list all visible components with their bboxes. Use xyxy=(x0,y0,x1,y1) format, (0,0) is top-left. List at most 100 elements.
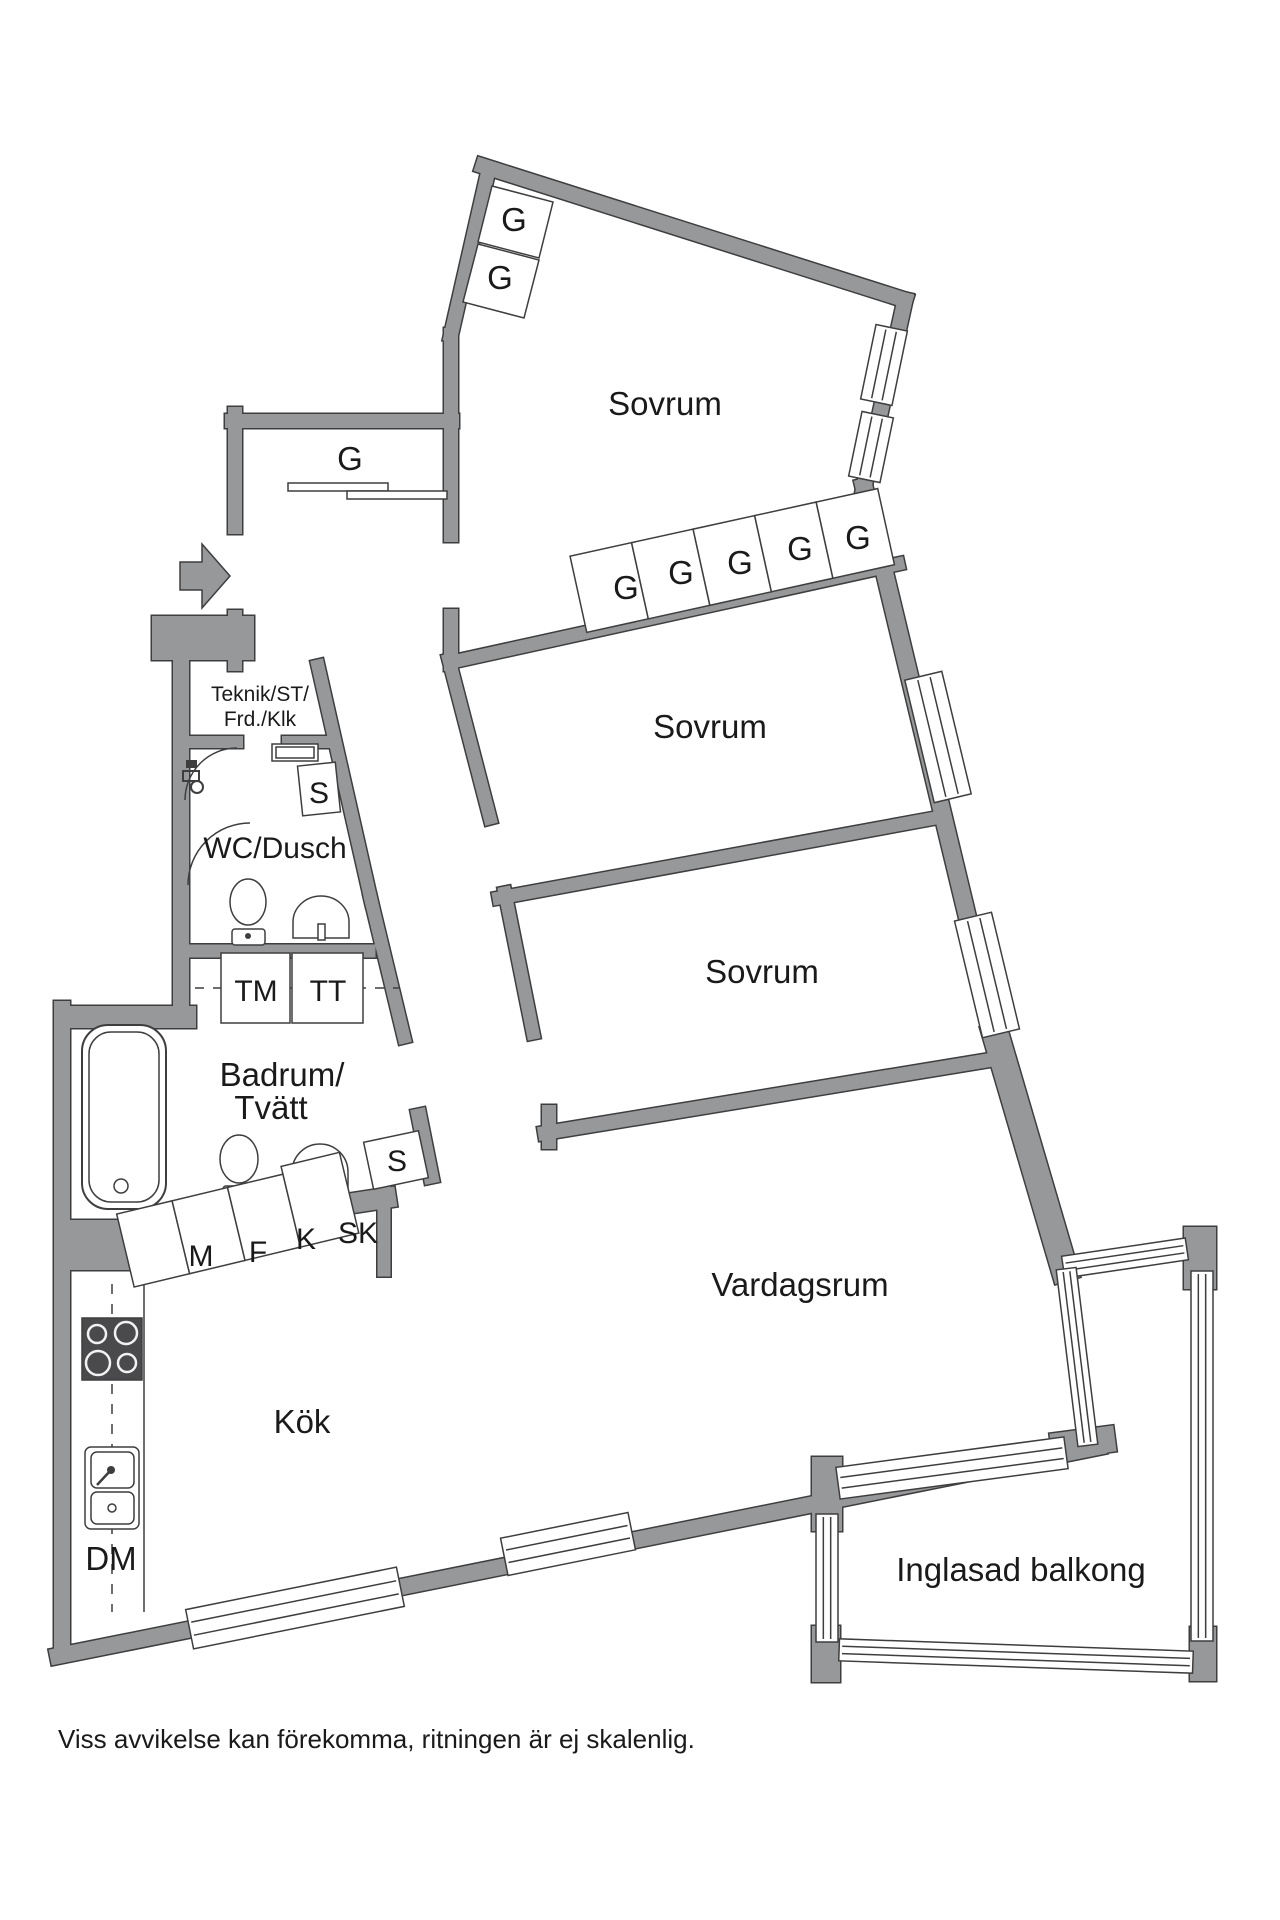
wardrobe-row xyxy=(569,487,896,634)
shower-screen-arc xyxy=(187,822,251,886)
closet-label-s: S xyxy=(387,1145,407,1178)
window xyxy=(184,1566,406,1650)
wall-segment xyxy=(536,1050,1005,1142)
room-label-kitchen: Kök xyxy=(274,1403,331,1440)
room-label-bedroom-top: Sovrum xyxy=(608,385,722,422)
kitchen-tall-cabinet-row xyxy=(115,1151,360,1288)
appliance-label-m: M xyxy=(189,1240,214,1273)
bathtub-inner xyxy=(88,1031,160,1203)
window xyxy=(1190,1270,1214,1642)
shower-faucet-icon xyxy=(182,760,204,794)
window xyxy=(499,1511,637,1577)
window xyxy=(903,670,973,804)
window-glass-line xyxy=(841,1652,1190,1667)
window-glass-line xyxy=(1066,1252,1185,1272)
window xyxy=(859,323,909,407)
sink-tap-arm xyxy=(96,1469,112,1486)
door-swing-arc xyxy=(184,747,238,801)
room-label-living-room: Vardagsrum xyxy=(711,1266,888,1303)
window-glass-line xyxy=(966,920,995,1033)
kitchen-sink-bowl xyxy=(90,1491,135,1525)
window-frame xyxy=(815,1513,839,1643)
washing-machine-box xyxy=(220,952,291,1024)
wardrobe-label: G xyxy=(787,530,813,567)
wardrobe-box xyxy=(477,185,554,259)
wall-segment xyxy=(363,892,412,1045)
wall-segment xyxy=(491,809,949,906)
windows xyxy=(184,323,1214,1674)
window-glass-line xyxy=(858,416,873,476)
sliding-door-panel xyxy=(287,482,389,492)
window xyxy=(835,1436,1069,1500)
wall-segment xyxy=(441,652,498,826)
bedroom-top-wardrobes xyxy=(462,185,554,319)
wardrobe-box xyxy=(462,243,540,319)
wardrobe-label: G xyxy=(727,544,753,581)
sink-tap xyxy=(317,923,326,941)
sink xyxy=(292,895,350,939)
wardrobe-label: G xyxy=(845,519,871,556)
wall-segment xyxy=(497,885,541,1041)
window-glass-line xyxy=(1062,1271,1085,1443)
room-label-tech-line1: Teknik/ST/ xyxy=(211,683,309,706)
sink-drain xyxy=(107,1503,117,1513)
disclaimer-note: Viss avvikelse kan förekomma, ritningen … xyxy=(58,1724,695,1754)
wardrobe-label: G xyxy=(501,201,527,238)
wardrobe-label: G xyxy=(487,259,513,296)
wardrobe-label: G xyxy=(613,569,639,606)
window-glass-line xyxy=(869,418,884,478)
window-glass-line xyxy=(840,1447,1063,1479)
appliance-label-tt: TT xyxy=(310,975,347,1008)
wc-closet-box xyxy=(296,761,342,817)
sliding-door-panel xyxy=(346,490,448,500)
room-label-bathroom-line2: Tvätt xyxy=(234,1089,307,1126)
burner xyxy=(116,1352,138,1374)
window-glass-line xyxy=(979,917,1008,1030)
window-glass-line xyxy=(870,329,887,399)
window-glass-line xyxy=(191,1580,397,1623)
entry-arrow-icon xyxy=(179,542,231,610)
tall-cabinet-box xyxy=(280,1151,360,1249)
dryer-box xyxy=(291,952,364,1024)
window-frame xyxy=(499,1511,637,1577)
toilet-bowl xyxy=(219,1134,259,1184)
hall-wardrobe-sliding-doors xyxy=(287,482,448,500)
window-glass-line xyxy=(929,677,959,795)
wall-segment xyxy=(442,159,498,344)
room-label-bedroom-middle: Sovrum xyxy=(653,708,767,745)
toilet-bowl xyxy=(229,878,267,926)
bathtub-drain xyxy=(113,1178,129,1194)
appliance-label-k: K xyxy=(296,1223,316,1256)
window-frame xyxy=(953,911,1021,1039)
window-frame xyxy=(1060,1237,1190,1279)
wardrobe-label: G xyxy=(668,554,694,591)
room-label-tech-line2: Frd./Klk xyxy=(224,708,297,731)
window-glass-line xyxy=(881,331,898,401)
window-glass-line xyxy=(917,679,947,797)
window-glass-line xyxy=(841,1457,1064,1489)
window-frame xyxy=(835,1436,1069,1500)
window-frame xyxy=(1190,1270,1214,1642)
closet-label-s: S xyxy=(309,777,329,810)
window-frame xyxy=(837,1638,1195,1674)
wc-fixtures xyxy=(182,743,350,946)
room-label-bathroom-line1: Badrum/ xyxy=(220,1056,346,1093)
window-frame xyxy=(859,323,909,407)
wall-segment xyxy=(979,1019,1081,1285)
window xyxy=(1060,1237,1190,1279)
wall-segment xyxy=(473,156,915,310)
wardrobe-box xyxy=(815,487,896,580)
window xyxy=(1055,1266,1099,1448)
burner xyxy=(86,1323,108,1345)
bathroom-fixtures xyxy=(81,952,400,1210)
cabinet-label-sk: SK xyxy=(338,1217,378,1250)
kitchen-fixtures xyxy=(81,1284,145,1612)
appliance-label-tm: TM xyxy=(234,975,277,1008)
appliance-label-f: F xyxy=(249,1236,267,1269)
window-frame xyxy=(184,1566,406,1650)
room-label-balcony: Inglasad balkong xyxy=(896,1551,1146,1588)
window-glass-line xyxy=(193,1593,399,1636)
wardrobe-label-hall: G xyxy=(337,440,363,477)
